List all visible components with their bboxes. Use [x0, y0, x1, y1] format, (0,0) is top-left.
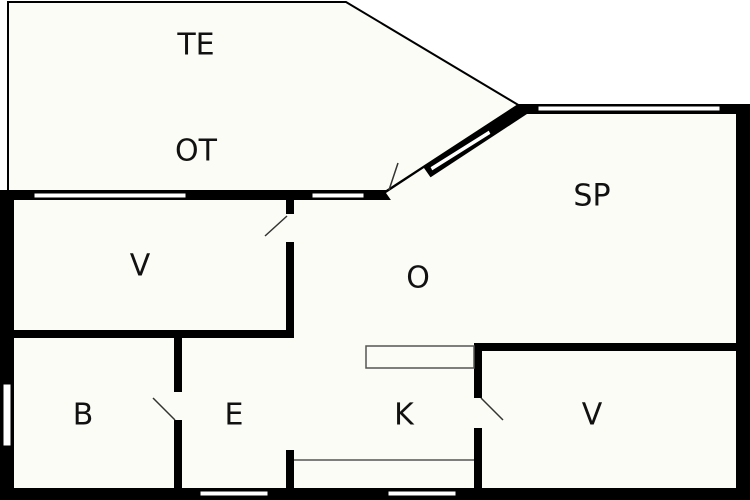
- window-top-middle: [311, 192, 365, 199]
- room-label-storage-bottom: V: [582, 398, 603, 433]
- terrace-floor: [8, 2, 520, 194]
- windows: [2, 105, 721, 497]
- wall-left: [0, 192, 14, 500]
- terrace-outline: [7, 0, 521, 194]
- wall-closet-top: [474, 343, 742, 351]
- door-gap-terrace: [386, 168, 431, 203]
- window-bottom-1: [199, 490, 269, 497]
- wall-right: [736, 104, 750, 500]
- door-gaps: [173, 214, 483, 428]
- room-label-bath: B: [73, 398, 94, 433]
- room-label-terrace-top: TE: [176, 28, 214, 63]
- door-gap-bath: [173, 392, 183, 420]
- window-top-right: [537, 105, 721, 112]
- kitchen-counter: [365, 345, 475, 369]
- window-diagonal: [429, 129, 492, 172]
- interior-floor: [8, 108, 745, 496]
- window-top-left: [33, 192, 187, 199]
- room-label-storage-top: V: [130, 249, 151, 284]
- room-label-kitchen: K: [394, 398, 415, 433]
- wall-bottom: [0, 488, 750, 500]
- wall-storage-right: [286, 196, 294, 338]
- kitchen-fixtures: [294, 345, 475, 461]
- wall-entry-stub: [286, 450, 294, 492]
- window-bottom-2: [387, 490, 457, 497]
- door-leaf-closet: [480, 397, 504, 421]
- door-leaves: [152, 162, 504, 421]
- wall-top-left: [0, 190, 394, 200]
- door-gap-closet: [473, 398, 483, 428]
- room-label-entry: E: [225, 398, 244, 433]
- door-leaf-terrace: [388, 162, 399, 191]
- door-leaf-storage: [264, 215, 288, 237]
- wall-storage-bottom: [8, 330, 294, 338]
- window-left: [2, 383, 12, 447]
- room-label-terrace-bottom: OT: [175, 134, 218, 169]
- room-label-sleeping: SP: [573, 179, 610, 214]
- door-leaf-bath: [152, 397, 176, 421]
- room-label-living: O: [406, 261, 430, 296]
- door-gap-storage: [285, 214, 295, 242]
